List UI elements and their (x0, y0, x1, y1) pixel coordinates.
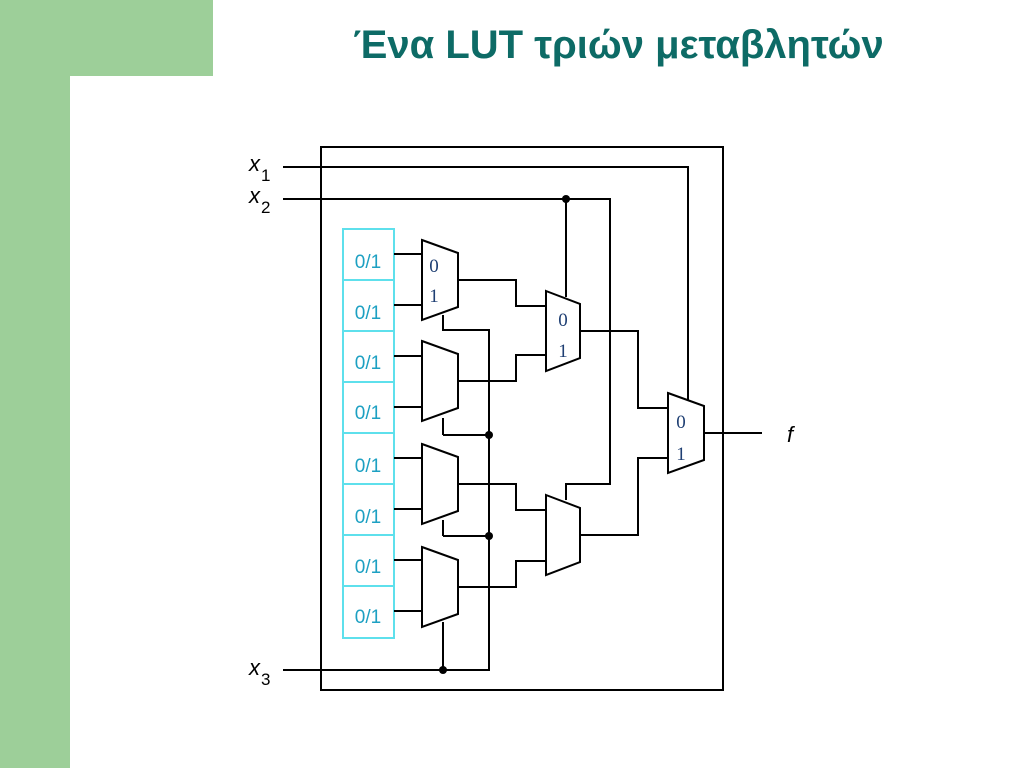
slide-title: Ένα LUT τριών μεταβλητών (353, 23, 884, 67)
wire-x2 (283, 198, 611, 500)
storage-cell-label: 0/1 (355, 456, 381, 477)
junction-dot (562, 195, 570, 203)
mux-input-label-0: 0 (558, 310, 568, 331)
mux-input-label-0: 0 (429, 256, 439, 277)
multiplexers (421, 238, 705, 629)
storage-cell-label: 0/1 (355, 607, 381, 628)
storage-cell-label: 0/1 (355, 303, 381, 324)
storage-cell-label: 0/1 (355, 353, 381, 374)
wire-x1 (283, 166, 689, 405)
storage-cell-label: 0/1 (355, 252, 381, 273)
accent-top-bar (0, 0, 213, 76)
input-subscript-x3: 3 (261, 670, 270, 689)
storage-cell-label: 0/1 (355, 507, 381, 528)
wire-m2-out (458, 354, 546, 382)
junction-dot (485, 532, 493, 540)
storage-cell-label: 0/1 (355, 557, 381, 578)
input-label-x1: x (248, 151, 261, 176)
mux-input-label-1: 1 (676, 444, 686, 465)
accent-side-bar (0, 0, 70, 768)
wires (283, 166, 762, 671)
wire-m3-out (458, 483, 546, 511)
input-subscript-x2: 2 (261, 198, 270, 217)
output-label-f: f (787, 422, 796, 447)
wire-m6-out (580, 457, 668, 536)
mux-l2-b (545, 493, 581, 577)
wire-x3 (283, 315, 490, 671)
junction-dot (485, 431, 493, 439)
junction-dot (439, 666, 447, 674)
input-label-x2: x (248, 183, 261, 208)
mux-l2-a (545, 289, 581, 373)
input-subscript-x1: 1 (261, 166, 270, 185)
mux-input-label-1: 1 (558, 341, 568, 362)
wire-m4-out (458, 560, 546, 588)
storage-cell-label: 0/1 (355, 403, 381, 424)
wire-m5-out (580, 330, 668, 409)
mux-l1-c (421, 442, 459, 526)
mux-l1-d (421, 545, 459, 629)
mux-l1-b (421, 339, 459, 423)
mux-l1-a (421, 238, 459, 322)
input-label-x3: x (248, 655, 261, 680)
mux-input-label-1: 1 (429, 286, 439, 307)
storage-cells: 0/1 0/1 0/1 0/1 0/1 0/1 0/1 0/1 (342, 228, 395, 639)
lut-enclosure (320, 146, 724, 691)
mux-input-label-0: 0 (676, 412, 686, 433)
junction-dots (439, 195, 570, 674)
mux-final (667, 391, 705, 475)
wire-m1-out (458, 279, 546, 307)
